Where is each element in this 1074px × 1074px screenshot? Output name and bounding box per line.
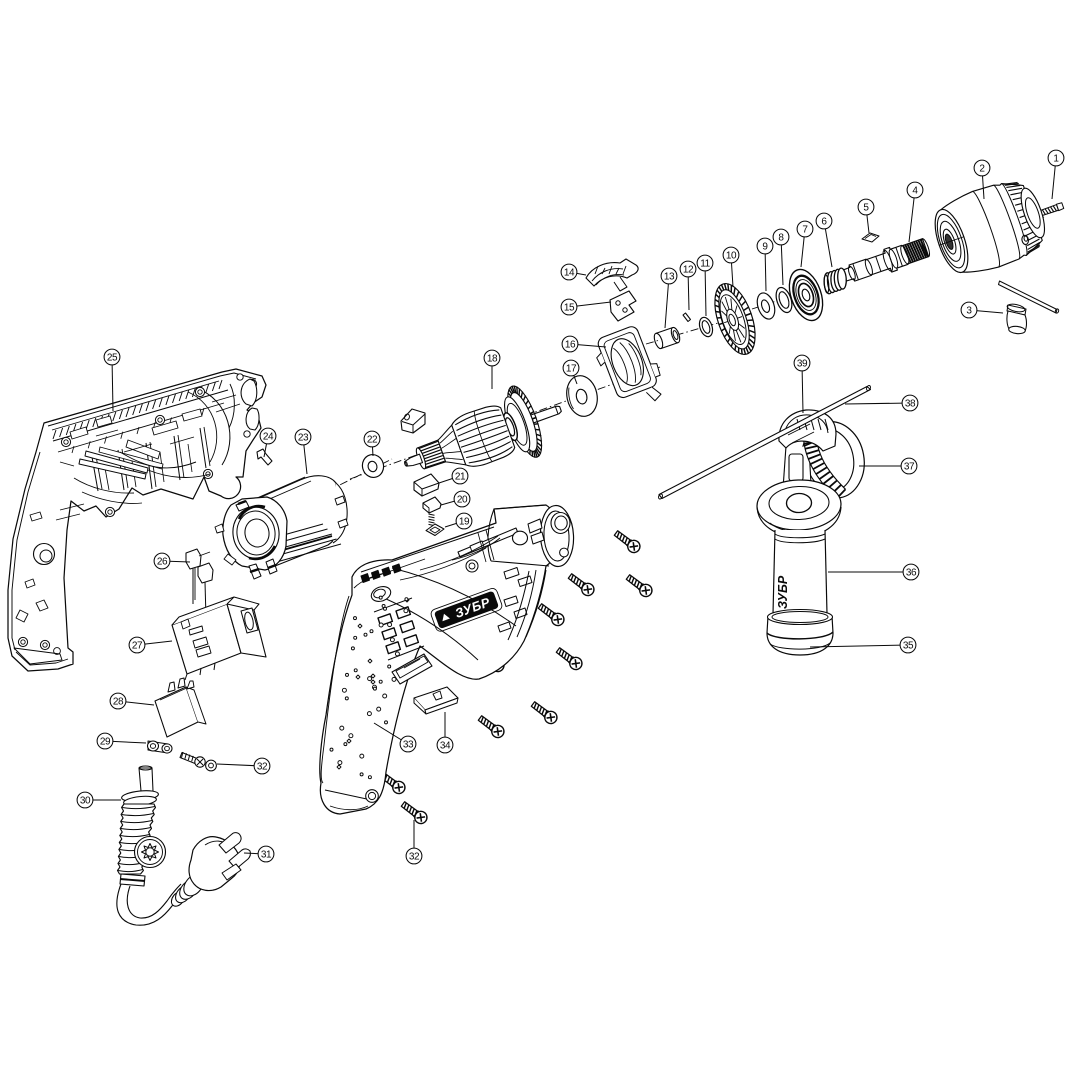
svg-text:11: 11	[700, 259, 710, 270]
svg-text:25: 25	[107, 353, 118, 364]
svg-text:6: 6	[821, 217, 827, 228]
svg-text:9: 9	[762, 242, 768, 253]
svg-text:18: 18	[487, 354, 498, 365]
svg-text:24: 24	[263, 432, 274, 443]
svg-text:36: 36	[906, 568, 917, 579]
svg-text:20: 20	[457, 495, 468, 506]
svg-text:33: 33	[403, 740, 414, 751]
svg-text:31: 31	[261, 850, 272, 861]
svg-text:12: 12	[683, 265, 694, 276]
svg-text:14: 14	[564, 268, 575, 279]
svg-text:38: 38	[905, 399, 916, 410]
svg-text:ЗУБР: ЗУБР	[776, 575, 790, 609]
svg-text:39: 39	[797, 359, 808, 370]
svg-text:29: 29	[100, 737, 111, 748]
svg-text:35: 35	[903, 641, 914, 652]
svg-text:32: 32	[257, 762, 268, 773]
svg-text:27: 27	[132, 641, 143, 652]
svg-text:34: 34	[440, 741, 451, 752]
svg-text:17: 17	[566, 364, 577, 375]
svg-text:16: 16	[565, 340, 576, 351]
svg-text:28: 28	[113, 697, 124, 708]
svg-text:1: 1	[1053, 154, 1059, 165]
svg-text:8: 8	[778, 233, 784, 244]
svg-text:32: 32	[409, 852, 420, 863]
svg-text:10: 10	[726, 251, 737, 262]
svg-text:2: 2	[979, 164, 985, 175]
svg-text:37: 37	[904, 462, 915, 473]
svg-text:21: 21	[455, 472, 466, 483]
svg-text:4: 4	[912, 186, 918, 197]
svg-text:19: 19	[459, 517, 470, 528]
svg-text:13: 13	[664, 272, 675, 283]
svg-text:26: 26	[157, 557, 168, 568]
svg-text:7: 7	[802, 225, 808, 236]
svg-text:30: 30	[80, 796, 91, 807]
svg-text:3: 3	[966, 306, 972, 317]
svg-text:15: 15	[564, 303, 575, 314]
svg-text:22: 22	[367, 435, 378, 446]
svg-text:23: 23	[298, 433, 309, 444]
svg-text:5: 5	[863, 203, 869, 214]
